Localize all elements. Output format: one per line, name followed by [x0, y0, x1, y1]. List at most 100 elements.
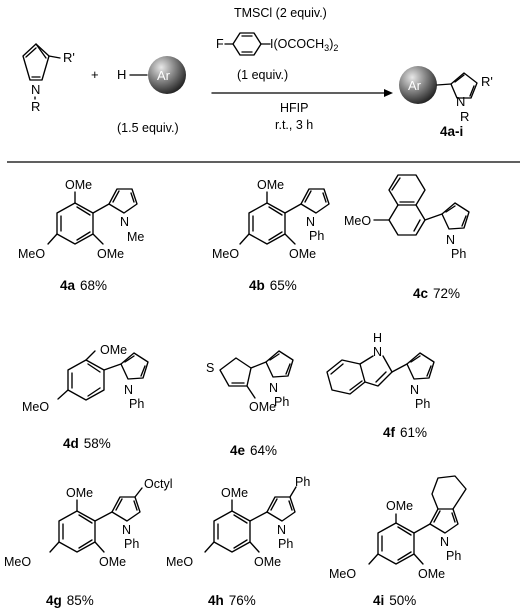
4a-id: 4a: [60, 278, 76, 293]
4f-yield: 61%: [400, 425, 427, 440]
4c-sub: Ph: [451, 247, 466, 261]
product-ar-sphere: [399, 66, 437, 104]
4b-yield: 65%: [270, 278, 297, 293]
product-label: 4a-i: [440, 124, 463, 139]
4h-n: N: [277, 523, 286, 537]
4f-n: N: [410, 383, 419, 397]
4a-ome-left: MeO: [18, 247, 45, 261]
4e-id: 4e: [230, 443, 246, 458]
arene-reagent: H Ar (1.5 equiv.): [117, 56, 186, 135]
iodane-sub2: 2: [333, 43, 338, 53]
iodane-close: ): [329, 37, 333, 51]
product-4e: S OMe N Ph 4e 64%: [206, 350, 294, 458]
4b-ome-bottom: OMe: [289, 247, 316, 261]
product-4d: OMe MeO N Ph 4d 58%: [22, 343, 149, 451]
product-rprime: R': [481, 74, 493, 89]
reaction-header: N R R' + H Ar (1.5 equiv.) TMSCl (2 equi…: [22, 6, 493, 139]
pyrrole-n: N: [31, 82, 40, 97]
4d-sub: Ph: [129, 397, 144, 411]
4f-nh-h: H: [373, 331, 382, 345]
4h-sub: Ph: [278, 537, 293, 551]
arene-h: H: [117, 67, 126, 82]
4a-yield: 68%: [80, 278, 107, 293]
4b-id: 4b: [249, 278, 265, 293]
4d-n: N: [124, 383, 133, 397]
4a-sub: Me: [127, 230, 144, 244]
4i-id: 4i: [373, 593, 384, 608]
4i-ome-bottom: OMe: [418, 567, 445, 581]
4f-sub: Ph: [415, 397, 430, 411]
ar-sphere: [148, 56, 186, 94]
4c-yield: 72%: [433, 286, 460, 301]
4e-ome-bottom: OMe: [249, 400, 276, 414]
solvent: HFIP: [280, 101, 308, 115]
4b-sub: Ph: [309, 229, 324, 243]
4c-id: 4c: [413, 286, 429, 301]
iodane-equiv: (1 equiv.): [237, 68, 288, 82]
pyrrole-rprime: R': [63, 50, 75, 65]
4e-n: N: [269, 381, 278, 395]
4i-ome-top: OMe: [386, 499, 413, 513]
4g-n: N: [122, 523, 131, 537]
svg-text:I(OCOCH3)2: I(OCOCH3)2: [270, 37, 338, 53]
reaction-conditions: TMSCl (2 equiv.) F I(OCOCH3)2 (1 equiv.)…: [211, 6, 393, 132]
4h-ome-top: OMe: [221, 486, 248, 500]
4a-ome-top: OMe: [65, 178, 92, 192]
4d-ome-top: OMe: [100, 343, 127, 357]
4g-id: 4g: [46, 593, 62, 608]
4h-extra: Ph: [295, 475, 310, 489]
4d-id: 4d: [63, 436, 79, 451]
4b-ome-left: MeO: [212, 247, 239, 261]
4h-id: 4h: [208, 593, 224, 608]
product-4i: OMe MeO OMe N Ph 4i 50%: [329, 475, 467, 608]
4i-yield: 50%: [389, 593, 416, 608]
4g-ome-bottom: OMe: [99, 555, 126, 569]
product-n: N: [456, 94, 465, 109]
4e-s: S: [206, 361, 214, 375]
4b-ome-top: OMe: [257, 178, 284, 192]
4g-yield: 85%: [67, 593, 94, 608]
pyrrole-r: R: [31, 99, 40, 114]
product-r: R: [460, 109, 469, 124]
4d-ome-left: MeO: [22, 400, 49, 414]
iodane-sub3: 3: [324, 43, 329, 53]
product-general: Ar N R R' 4a-i: [399, 66, 493, 139]
4g-ome-left: MeO: [4, 555, 31, 569]
4h-ome-bottom: OMe: [254, 555, 281, 569]
4h-ome-left: MeO: [166, 555, 193, 569]
4e-sub: Ph: [274, 395, 289, 409]
4c-n: N: [446, 233, 455, 247]
4a-ome-bottom: OMe: [97, 247, 124, 261]
product-4a: OMe MeO OMe N Me 4a 68%: [18, 178, 144, 293]
4e-yield: 64%: [250, 443, 277, 458]
4g-ome-top: OMe: [66, 486, 93, 500]
arene-equiv: (1.5 equiv.): [117, 121, 179, 135]
4i-sub: Ph: [446, 549, 461, 563]
product-ar: Ar: [408, 78, 422, 93]
4a-n: N: [120, 215, 129, 229]
plus-sign: +: [91, 67, 99, 82]
product-4g: OMe MeO OMe Octyl N Ph 4g 85%: [4, 477, 172, 608]
arene-ar: Ar: [157, 68, 171, 83]
tmscl-line: TMSCl (2 equiv.): [234, 6, 327, 20]
4f-nh-n: N: [373, 345, 382, 359]
4i-ome-left: MeO: [329, 567, 356, 581]
4g-sub: Ph: [124, 537, 139, 551]
iodane-i: I(OCOCH: [270, 37, 324, 51]
4d-yield: 58%: [84, 436, 111, 451]
4c-ome-left: MeO: [344, 214, 371, 228]
arrow-head: [384, 89, 393, 97]
4g-extra: Octyl: [144, 477, 172, 491]
iodane-f: F: [216, 37, 224, 51]
4i-n: N: [440, 535, 449, 549]
